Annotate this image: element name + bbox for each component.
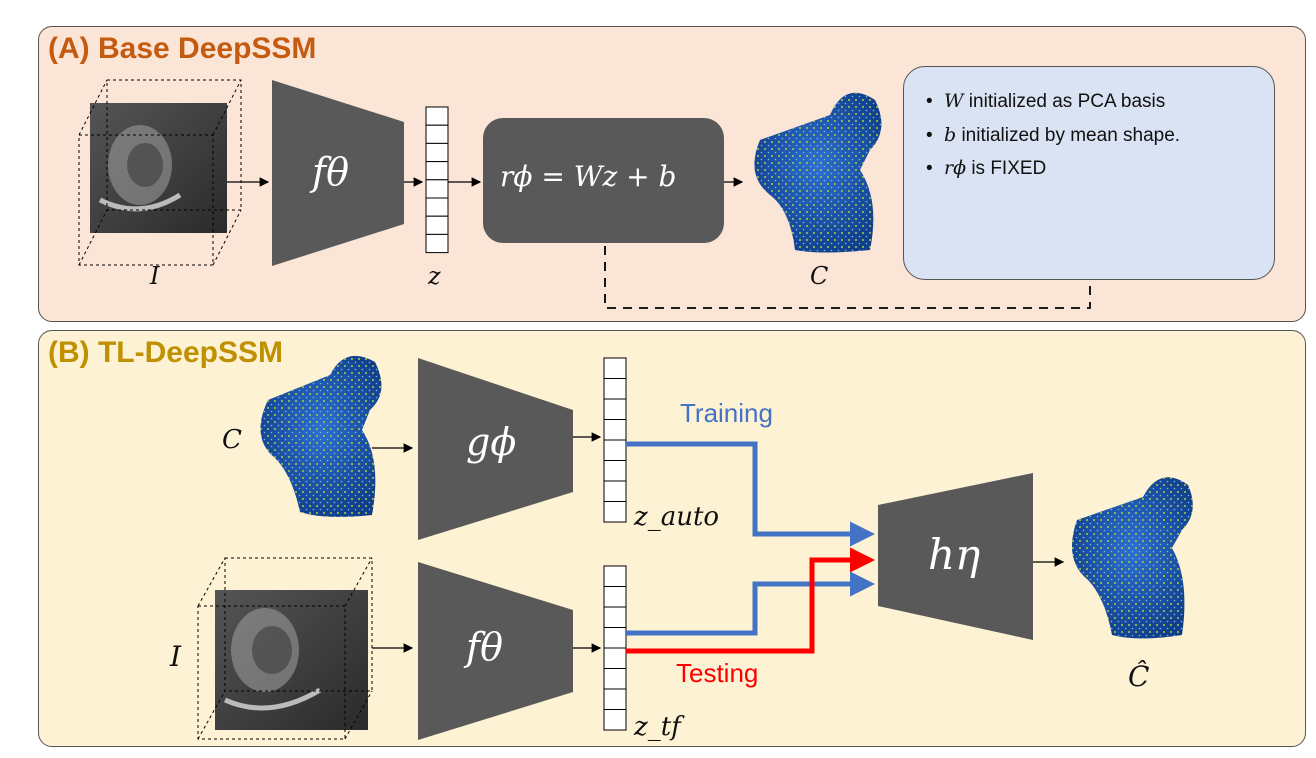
latent-cell [603,647,627,669]
dashed-arrow-fixed [604,246,1098,309]
ct-image-volume-b [197,557,373,740]
label-linear-r-phi: rϕ = Wz + b [500,160,677,193]
latent-vector-z-auto [603,357,627,523]
label-c-input-b: C [222,425,242,455]
latent-cell [603,586,627,608]
latent-cell [425,233,449,254]
label-c-hat: Ĉ [1128,660,1150,693]
latent-cell [603,398,627,420]
label-testing: Testing [676,658,759,688]
label-z-auto: z_auto [634,502,720,532]
notes-box: W initialized as PCA basis b initialized… [903,66,1275,280]
latent-cell [425,124,449,144]
note-item: W initialized as PCA basis [926,89,1258,115]
training-path-tf [626,571,875,636]
label-input-i-a: I [150,262,160,290]
latent-cell [603,439,627,461]
latent-cell [603,460,627,482]
femur-shape-c-a [754,92,882,253]
latent-cell [425,142,449,163]
panel-a-title: (A) Base DeepSSM [48,32,317,65]
label-f-theta-b: fθ [466,625,503,669]
encoder-f-theta-a [272,80,404,266]
latent-cell [603,357,627,379]
linear-layer-r-phi [483,118,724,243]
label-z-tf: z_tf [634,712,681,742]
latent-cell [603,565,627,587]
note-item: rϕ is FIXED [926,156,1258,182]
latent-cell [603,606,627,628]
latent-cell [603,501,627,523]
latent-cell [425,179,449,199]
panel-b-title: (B) TL-DeepSSM [48,336,283,369]
label-g-phi: gϕ [466,420,517,464]
encoder-g-phi [418,358,573,540]
femur-shape-c-hat [1071,477,1193,639]
label-z-a: z [428,262,441,290]
note-item: b initialized by mean shape. [926,123,1258,149]
ct-image-volume-a [78,79,242,266]
latent-cell [603,480,627,502]
femur-shape-c-input [260,355,382,517]
label-i-b: I [170,640,182,673]
label-training: Training [680,398,773,428]
encoder-f-theta-b [418,562,573,740]
latent-cell [603,709,627,731]
decoder-h-eta [878,473,1033,640]
latent-cell [603,627,627,649]
latent-cell [425,106,449,126]
latent-cell [425,161,449,181]
latent-cell [603,378,627,400]
testing-path-tf [626,547,875,654]
latent-vector-z-tf [603,565,627,731]
latent-cell [603,688,627,710]
latent-cell [425,215,449,235]
latent-cell [603,668,627,690]
label-c-a: C [810,262,829,290]
latent-vector-z-a [425,106,449,254]
training-path-auto [626,441,875,547]
label-f-theta-a: fθ [312,150,349,194]
latent-cell [603,419,627,441]
latent-cell [425,197,449,217]
label-h-eta: hη [928,530,981,579]
